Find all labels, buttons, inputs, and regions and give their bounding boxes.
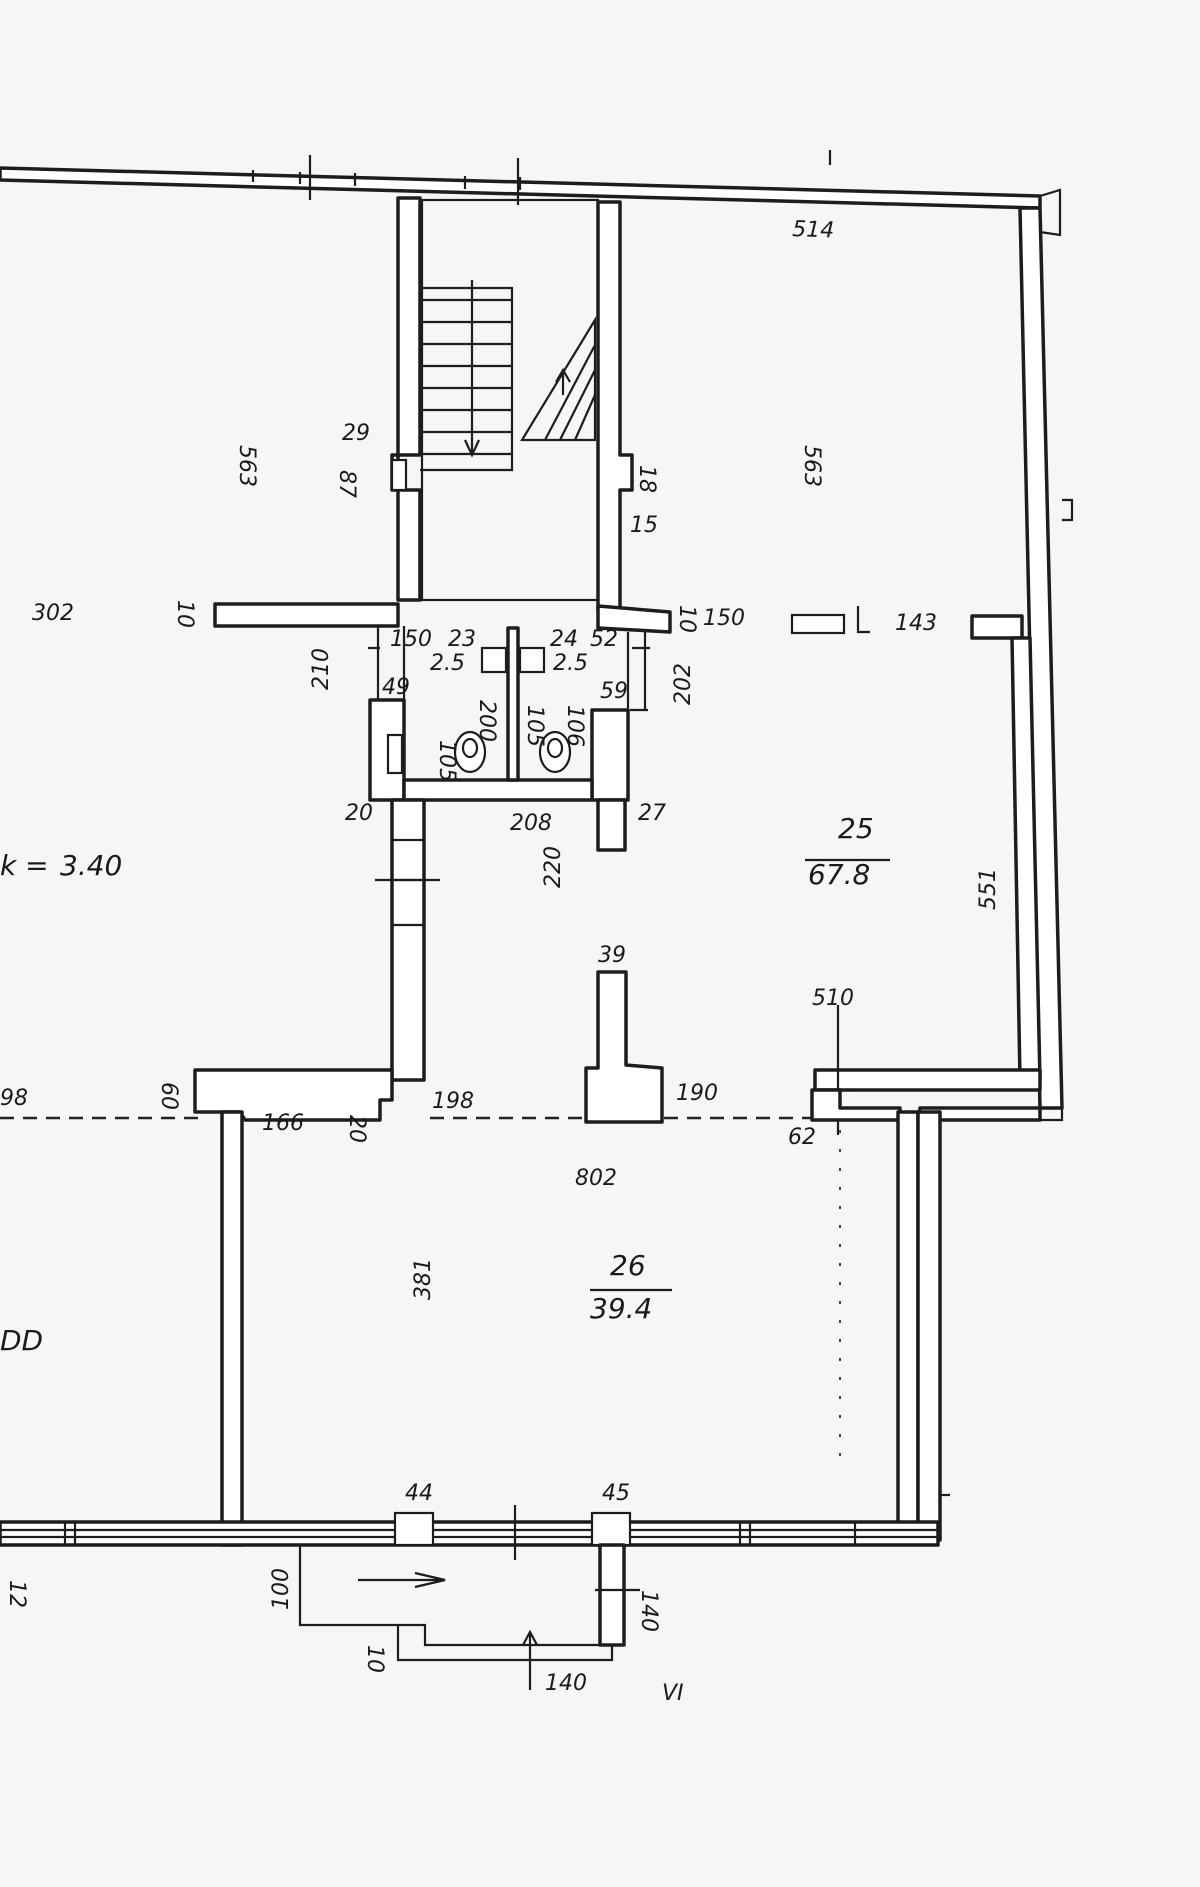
- label-200: 200: [474, 700, 499, 742]
- stairwell: [390, 196, 634, 612]
- label-62: 62: [788, 1125, 816, 1150]
- label-39: 39: [598, 943, 626, 968]
- corridor-walls: [375, 798, 664, 1124]
- label-105-a: 105: [434, 740, 459, 782]
- label-20-a: 20: [345, 801, 373, 826]
- label-302-bottom: 802: [575, 1166, 617, 1191]
- label-10-a: 10: [172, 600, 197, 628]
- label-27: 27: [638, 801, 666, 826]
- wc-block: [368, 626, 650, 852]
- label-20-b: 20: [344, 1115, 369, 1143]
- label-15: 15: [630, 513, 658, 538]
- label-302-left: 302: [32, 601, 74, 626]
- label-23: 23: [448, 627, 476, 652]
- label-563-left: 563: [234, 445, 259, 487]
- label-150-a: 150: [390, 627, 432, 652]
- label-198: 198: [432, 1089, 474, 1114]
- label-150-b: 150: [703, 606, 745, 631]
- label-140: 140: [636, 1590, 661, 1632]
- label-59: 59: [600, 679, 628, 704]
- room-26-number: 26: [610, 1249, 646, 1282]
- label-551: 551: [976, 868, 1001, 910]
- label-143: 143: [895, 611, 937, 636]
- label-98: 98: [0, 1086, 28, 1111]
- lower-room-walls: [220, 1110, 950, 1547]
- label-210: 210: [309, 648, 334, 690]
- label-100: 100: [269, 1568, 294, 1610]
- label-60: 60: [156, 1082, 181, 1110]
- label-220: 220: [541, 846, 566, 888]
- label-25-b: 2.5: [553, 651, 588, 676]
- label-87: 87: [334, 470, 359, 498]
- label-10-c: 10: [362, 1645, 387, 1673]
- area-left-prefix: k =: [0, 849, 49, 882]
- right-room-walls: [813, 636, 1042, 1135]
- label-563-right: 563: [799, 445, 824, 487]
- labels: 514 563 563 29 87 18 15 302 10 10 150 14…: [0, 217, 1001, 1706]
- room-25-area: 67.8: [808, 858, 870, 891]
- label-52: 52: [590, 627, 618, 652]
- label-208: 208: [510, 811, 552, 836]
- label-bottom-dots: 140: [545, 1671, 587, 1696]
- label-29: 29: [342, 421, 370, 446]
- bottom-exterior-wall: [0, 1505, 940, 1560]
- label-49: 49: [382, 675, 410, 700]
- label-25-a: 2.5: [430, 651, 465, 676]
- area-left-bottom: DD: [0, 1324, 43, 1357]
- top-exterior-wall: [0, 150, 1062, 237]
- room-25-number: 25: [838, 812, 874, 845]
- label-202: 202: [671, 663, 696, 705]
- label-44: 44: [405, 1481, 433, 1506]
- label-105-b: 105: [522, 705, 547, 747]
- label-514: 514: [792, 217, 835, 243]
- label-190: 190: [676, 1081, 718, 1106]
- entrance-steps: [298, 1543, 640, 1690]
- label-24: 24: [550, 627, 578, 652]
- label-166: 166: [262, 1111, 304, 1136]
- room-26-area: 39.4: [590, 1292, 652, 1325]
- label-10-b: 10: [674, 605, 699, 633]
- label-18: 18: [634, 465, 659, 493]
- label-vi: VI: [662, 1681, 684, 1706]
- area-left-value: 3.40: [60, 849, 122, 882]
- label-510: 510: [812, 986, 854, 1011]
- middle-horizontal-wall: [213, 602, 1024, 640]
- label-12: 12: [4, 1580, 29, 1608]
- label-106: 106: [562, 705, 587, 747]
- label-381: 381: [411, 1258, 436, 1300]
- label-45: 45: [602, 1481, 630, 1506]
